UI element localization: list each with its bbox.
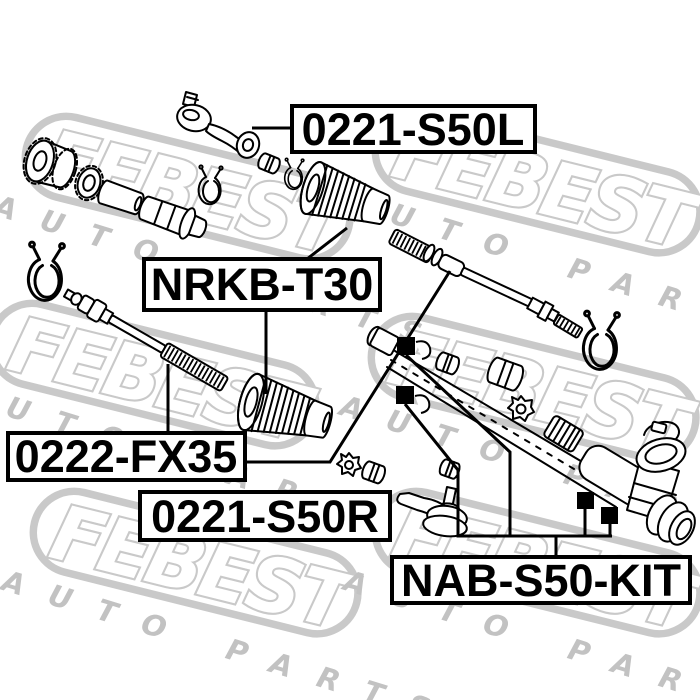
label-0222-FX35: 0222-FX35 bbox=[6, 431, 247, 482]
boot-spring-clamp-lower bbox=[26, 240, 66, 302]
label-text-NRKB-T30: NRKB-T30 bbox=[151, 259, 374, 310]
callout-marker-b bbox=[403, 403, 460, 538]
label-text-0222-FX35: 0222-FX35 bbox=[15, 431, 238, 482]
callout-boot-upper bbox=[306, 226, 348, 261]
rack-left-end bbox=[366, 325, 400, 357]
bushing-marker-c bbox=[577, 492, 594, 509]
callout-rod-upper bbox=[245, 270, 452, 464]
label-text-0221-S50L: 0221-S50L bbox=[302, 104, 525, 155]
label-text-0221-S50R: 0221-S50R bbox=[151, 491, 379, 542]
label-NAB-S50-KIT: NAB-S50-KIT bbox=[390, 555, 692, 606]
column-tube bbox=[138, 195, 208, 240]
rack-ribbed-collar bbox=[543, 415, 584, 453]
inner-tie-rod-lower bbox=[63, 288, 229, 392]
rack-mount-bushing bbox=[22, 137, 79, 191]
grommet-small bbox=[257, 152, 281, 175]
rack-bushing-mid bbox=[486, 356, 524, 392]
art-layer: 0221-S50L NRKB-T30 0222-FX35 0221-S50R N… bbox=[6, 91, 696, 606]
tube-grommet bbox=[435, 351, 460, 376]
steering-rack-assembly bbox=[366, 325, 696, 546]
inner-tie-rod-upper bbox=[388, 228, 584, 339]
tie-rod-end-left-drawing bbox=[176, 91, 261, 159]
lock-nut bbox=[361, 460, 386, 485]
spacer-tube bbox=[97, 179, 145, 216]
label-text-NAB-S50-KIT: NAB-S50-KIT bbox=[401, 555, 681, 606]
label-0221-S50R: 0221-S50R bbox=[138, 490, 392, 542]
bushing-ring-small bbox=[74, 164, 104, 202]
steering-boot-left bbox=[299, 161, 391, 225]
steering-gear-housing bbox=[578, 420, 696, 546]
callout-lines bbox=[166, 126, 612, 557]
claw-washer-1 bbox=[336, 452, 362, 477]
claw-washer-2 bbox=[507, 395, 535, 422]
bushing-marker-b bbox=[396, 386, 414, 404]
bushing-marker-d bbox=[601, 507, 618, 524]
callout-marker-a bbox=[404, 353, 512, 538]
label-0221-S50L: 0221-S50L bbox=[290, 104, 537, 155]
steering-boot-right bbox=[236, 372, 334, 439]
label-NRKB-T30: NRKB-T30 bbox=[142, 257, 382, 312]
labels-layer: 0221-S50L NRKB-T30 0222-FX35 0221-S50R N… bbox=[6, 104, 692, 606]
tie-rod-end-right-drawing bbox=[396, 458, 468, 538]
